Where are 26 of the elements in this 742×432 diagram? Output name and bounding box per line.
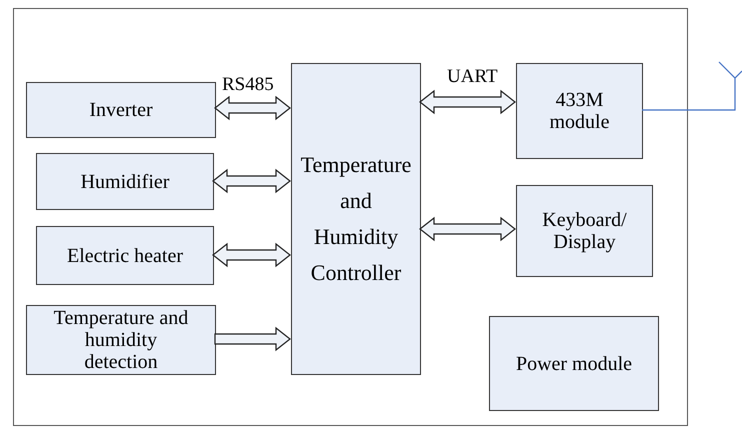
block-label: Power module	[514, 352, 634, 374]
block-box	[26, 82, 216, 138]
block-box	[36, 226, 214, 285]
block-arrow	[419, 90, 516, 114]
antenna-icon	[716, 60, 742, 80]
block-label: Keyboard/ Display	[541, 209, 628, 253]
block-arrow	[212, 242, 291, 268]
block-label: Temperature and Humidity Controller	[300, 151, 412, 287]
block-box	[36, 153, 214, 210]
frame-box	[13, 8, 688, 426]
edge-label: RS485	[220, 74, 276, 96]
block-box	[291, 63, 421, 375]
block-label: Humidifier	[80, 170, 170, 192]
block-arrow	[214, 96, 291, 120]
block-label: 433M module	[548, 89, 610, 133]
block-box	[516, 63, 643, 159]
block-arrow	[214, 326, 291, 352]
block-arrow	[419, 216, 516, 242]
block-label: Electric heater	[66, 244, 184, 266]
block-label: Temperature and humidity detection	[52, 307, 190, 373]
block-arrow	[212, 168, 291, 194]
block-box	[26, 305, 216, 375]
block-box	[516, 185, 653, 277]
connection-line	[642, 80, 736, 111]
block-label: Inverter	[88, 99, 154, 121]
block-box	[489, 316, 659, 411]
